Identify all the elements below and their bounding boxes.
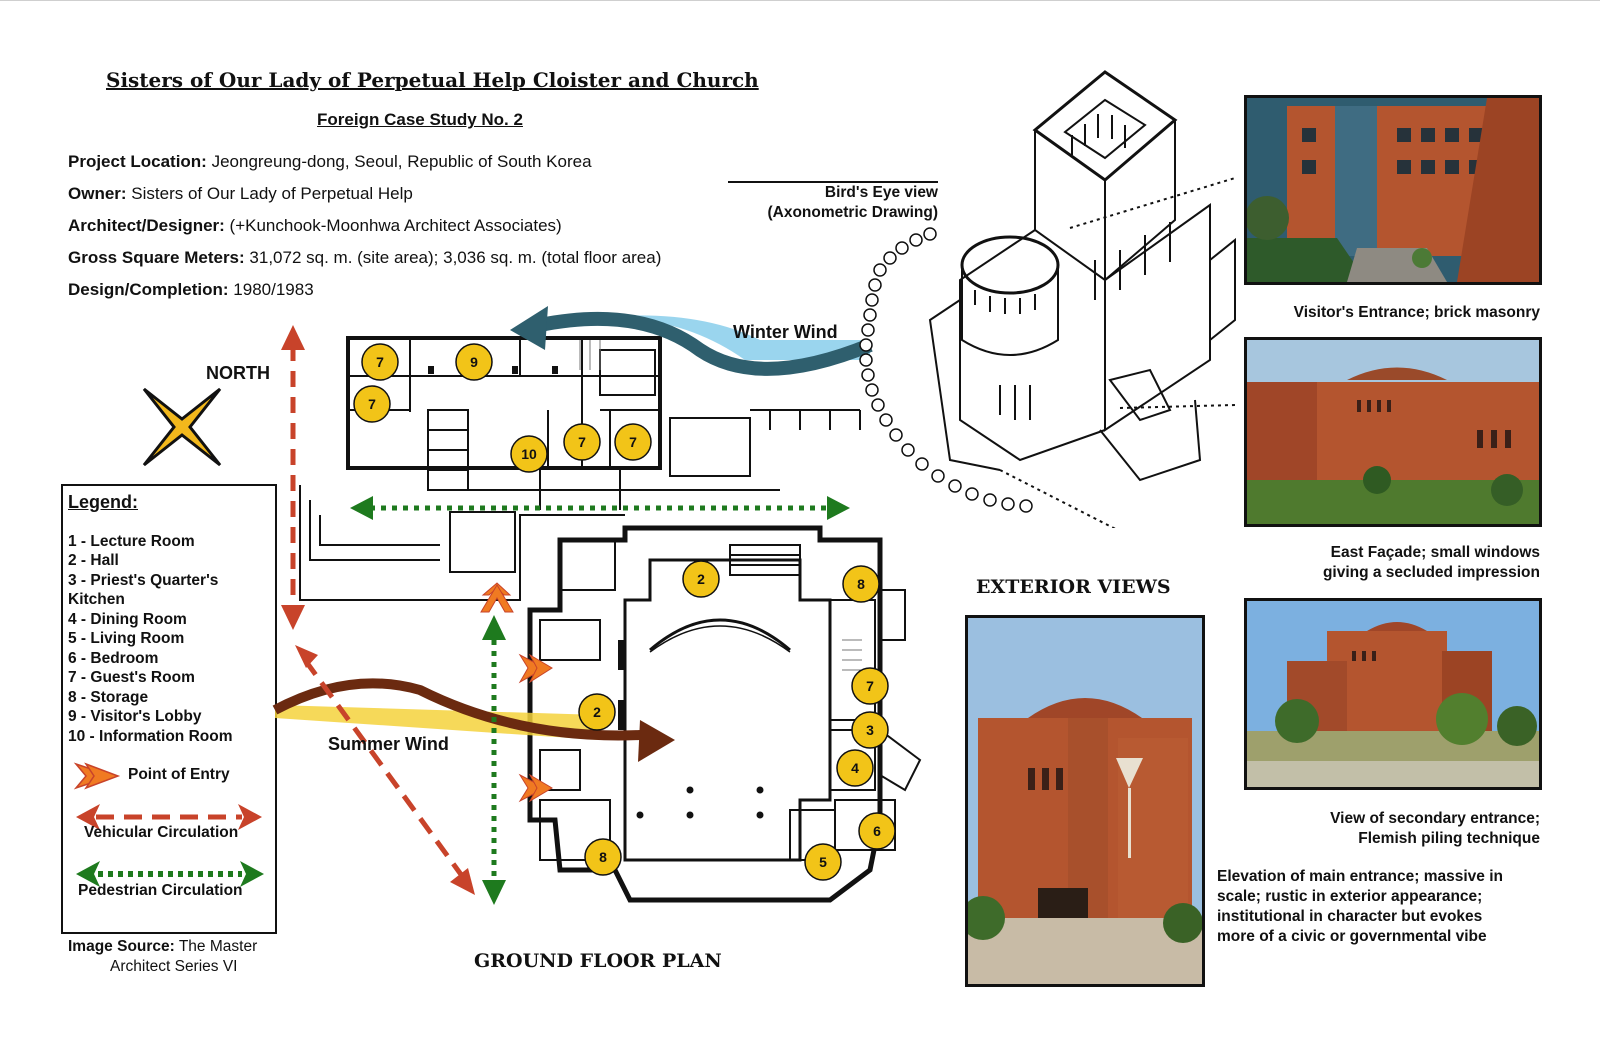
legend-item: 9 - Visitor's Lobby: [68, 708, 202, 725]
winter-wind-arrow: [538, 311, 873, 376]
compass-star-icon: [142, 387, 222, 467]
legend-item: 2 - Hall: [68, 552, 119, 569]
birds-eye-caption-2: (Axonometric Drawing): [767, 204, 938, 221]
legend-item: Kitchen: [68, 591, 125, 608]
room-number: 8: [857, 576, 865, 592]
photo-secondary-entrance: [1244, 598, 1542, 790]
pedestrian-arrow-left-icon: [76, 861, 100, 887]
legend-item: 4 - Dining Room: [68, 611, 187, 628]
room-number: 2: [593, 704, 601, 720]
caption-elevation-3: institutional in character but evokes: [1217, 908, 1483, 925]
caption-east-facade-2: giving a secluded impression: [1322, 564, 1540, 581]
legend-item: 8 - Storage: [68, 689, 149, 706]
project-completion: Design/Completion: 1980/1983: [68, 280, 314, 299]
legend-item: 7 - Guest's Room: [68, 669, 195, 686]
room-number: 7: [578, 434, 586, 450]
room-markers: 7 9 7 10 7 7 2 8 2 7 3 4 6 5 8: [353, 343, 896, 881]
page-subtitle: Foreign Case Study No. 2: [317, 110, 523, 129]
room-number: 6: [873, 823, 881, 839]
room-number: 10: [521, 446, 537, 462]
legend-item: 10 - Information Room: [68, 728, 233, 745]
room-number: 7: [866, 678, 874, 694]
legend-item: 6 - Bedroom: [68, 650, 159, 667]
legend-pedestrian-label: Pedestrian Circulation: [78, 882, 243, 899]
legend-entry-label: Point of Entry: [128, 766, 230, 783]
ground-floor-plan-label: GROUND FLOOR PLAN: [474, 950, 722, 972]
room-number: 7: [368, 396, 376, 412]
room-number: 9: [470, 354, 478, 370]
caption-elevation-1: Elevation of main entrance; massive in: [1217, 868, 1503, 885]
summer-wind-label: Summer Wind: [328, 734, 449, 754]
legend-vehicular-label: Vehicular Circulation: [84, 824, 239, 841]
room-number: 3: [866, 722, 874, 738]
vehicular-arrow-up-icon: [281, 325, 305, 350]
circulation-overlay: [272, 306, 873, 905]
caption-elevation-2: scale; rustic in exterior appearance;: [1217, 888, 1483, 905]
vehicular-arrow-left-icon: [76, 804, 100, 830]
birds-eye-rule: [728, 181, 938, 183]
legend-item: 1 - Lecture Room: [68, 533, 195, 550]
project-area: Gross Square Meters: 31,072 sq. m. (site…: [68, 248, 662, 267]
birds-eye-caption-1: Bird's Eye view: [824, 184, 938, 201]
exterior-views-label: EXTERIOR VIEWS: [976, 576, 1171, 598]
legend-item: 5 - Living Room: [68, 630, 185, 647]
pedestrian-arrow-right-icon: [240, 861, 264, 887]
winter-wind-band: [540, 315, 870, 360]
legend-box: [61, 484, 277, 934]
image-source-line2: Architect Series VI: [110, 958, 238, 975]
project-location: Project Location: Jeongreung-dong, Seoul…: [68, 152, 592, 171]
photo-main-entrance-elevation: [965, 615, 1205, 987]
project-architect: Architect/Designer: (+Kunchook-Moonhwa A…: [68, 216, 562, 235]
summer-wind-band: [275, 705, 600, 740]
caption-east-facade-1: East Façade; small windows: [1330, 544, 1540, 561]
winter-wind-arrowhead-icon: [510, 306, 548, 350]
legend-item: 3 - Priest's Quarter's: [68, 572, 219, 589]
entry-arrow-icon: [84, 762, 121, 790]
caption-visitors-entrance: Visitor's Entrance; brick masonry: [1293, 304, 1540, 321]
caption-secondary-entrance-2: Flemish piling technique: [1358, 830, 1540, 847]
winter-wind-label: Winter Wind: [733, 322, 838, 342]
axonometric-drawing: [859, 70, 1236, 528]
legend-title: Legend:: [68, 492, 138, 512]
image-source: Image Source: The Master: [68, 938, 258, 955]
vehicular-arrow-down-icon: [281, 605, 305, 630]
room-number: 2: [697, 571, 705, 587]
caption-elevation-4: more of a civic or governmental vibe: [1217, 928, 1487, 945]
project-owner: Owner: Sisters of Our Lady of Perpetual …: [68, 184, 413, 203]
room-number: 8: [599, 849, 607, 865]
legend-symbols: [73, 762, 264, 887]
vehicular-arrow-right-icon: [238, 804, 262, 830]
page-title: Sisters of Our Lady of Perpetual Help Cl…: [106, 68, 759, 92]
room-number: 7: [629, 434, 637, 450]
summer-wind-arrowhead-icon: [638, 720, 675, 762]
photo-east-facade: [1244, 337, 1542, 527]
caption-secondary-entrance-1: View of secondary entrance;: [1330, 810, 1540, 827]
top-border: [0, 0, 1600, 1]
north-label: NORTH: [206, 363, 270, 383]
room-number: 4: [851, 760, 859, 776]
photo-visitors-entrance: [1244, 95, 1542, 285]
entry-arrow-icon: [480, 584, 514, 613]
room-number: 7: [376, 354, 384, 370]
room-number: 5: [819, 854, 827, 870]
